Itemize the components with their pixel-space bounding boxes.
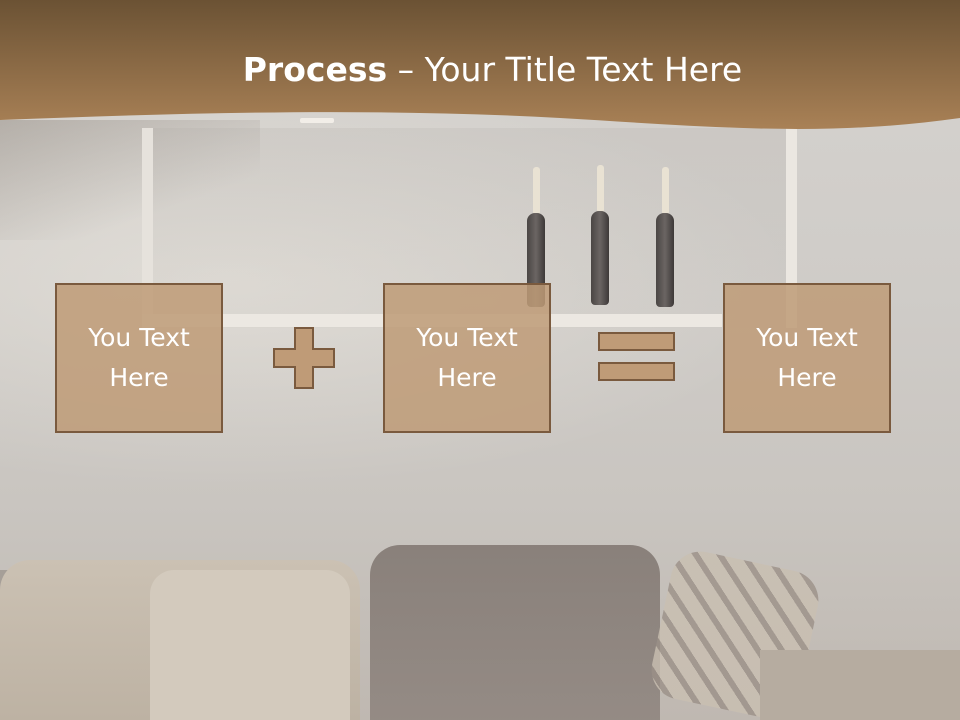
background-pillow <box>370 545 660 720</box>
background-sofa <box>760 650 960 720</box>
process-box-label: You Text Here <box>88 323 190 392</box>
process-box-label: You Text Here <box>416 323 518 392</box>
process-box-3[interactable]: You Text Here <box>723 283 891 433</box>
background-lamp <box>300 118 334 123</box>
background-pillow <box>150 570 350 720</box>
title-band-shape <box>0 0 960 129</box>
equals-bar-top <box>598 332 675 351</box>
plus-icon <box>273 327 335 389</box>
title-bold-part: Process <box>242 50 388 89</box>
process-box-label: You Text Here <box>756 323 858 392</box>
title-rest-part: – Your Title Text Here <box>387 50 743 89</box>
background-candle <box>591 165 609 305</box>
background-candle <box>656 167 674 307</box>
title-band <box>0 0 960 140</box>
background-ceiling <box>0 120 260 240</box>
slide-title[interactable]: Process – Your Title Text Here <box>0 50 960 89</box>
process-box-1[interactable]: You Text Here <box>55 283 223 433</box>
process-box-2[interactable]: You Text Here <box>383 283 551 433</box>
equals-bar-bottom <box>598 362 675 381</box>
